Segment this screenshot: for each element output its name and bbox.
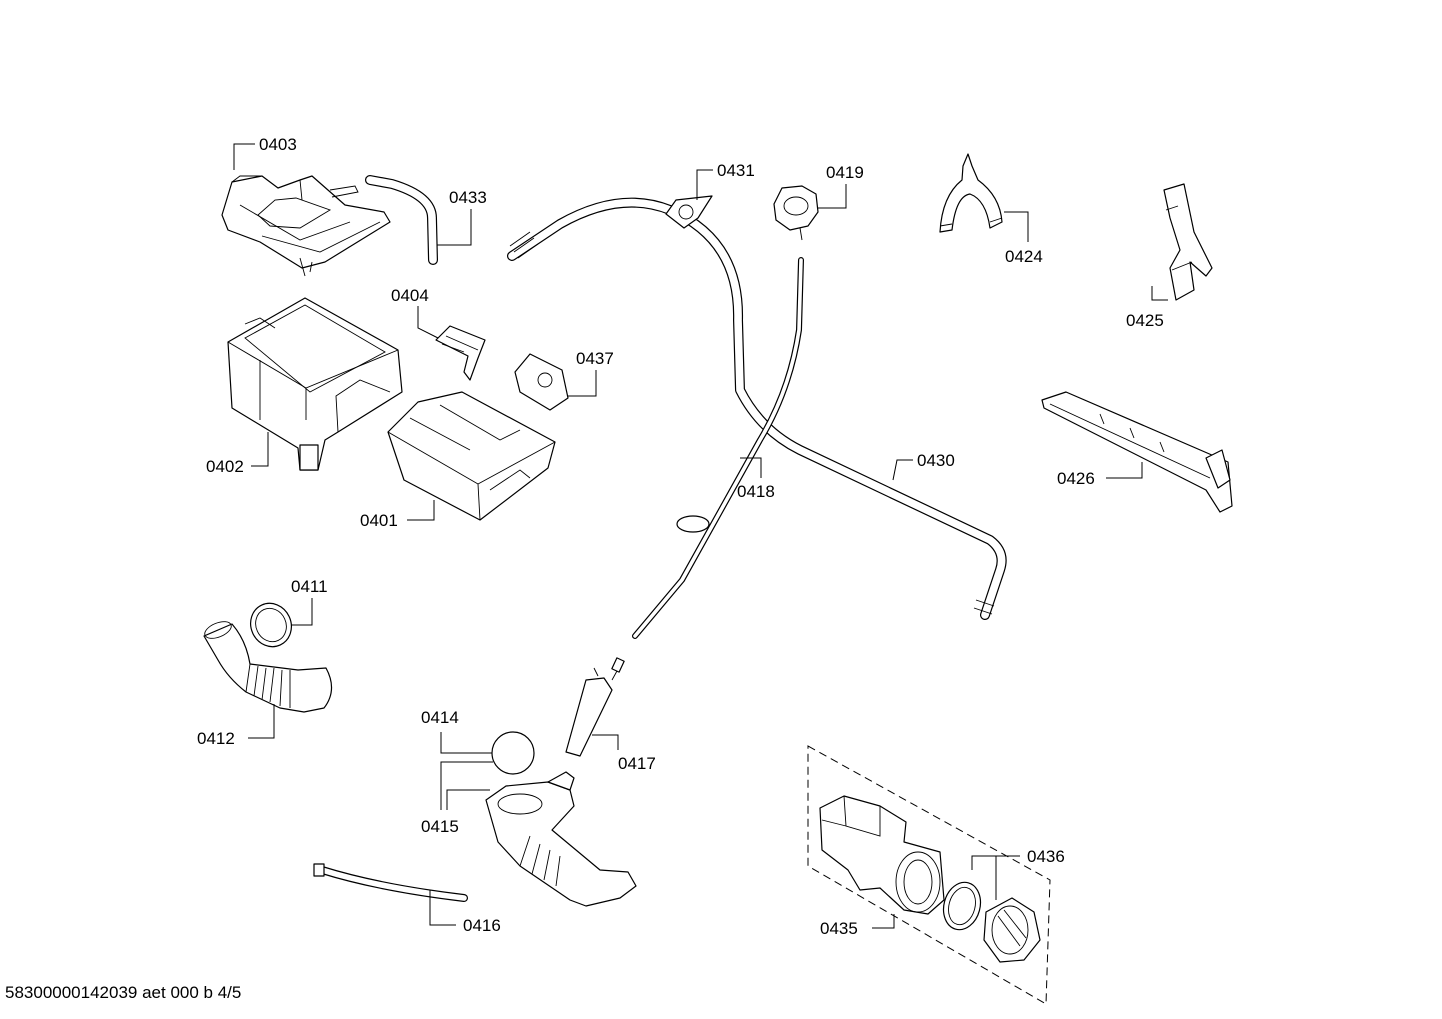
label-0426: 0426 <box>1057 469 1095 488</box>
part-0425-bracket[interactable] <box>1163 183 1213 301</box>
part-0433-hose[interactable] <box>365 175 438 265</box>
label-0414: 0414 <box>421 708 459 727</box>
leader-0401 <box>407 500 435 521</box>
leader-0402 <box>251 432 269 467</box>
part-0435-drain-pump[interactable] <box>819 795 945 915</box>
part-0401-dispenser-drawer[interactable] <box>387 391 556 521</box>
part-0402-dispenser-housing[interactable] <box>227 297 403 471</box>
part-0403-dispenser-top[interactable] <box>221 175 391 277</box>
leader-0415-b <box>446 789 490 810</box>
leader-0426 <box>1106 462 1143 479</box>
label-0403: 0403 <box>259 135 297 154</box>
leader-0403 <box>233 143 255 170</box>
leader-0430 <box>892 459 913 481</box>
label-0436: 0436 <box>1027 847 1065 866</box>
leader-0431 <box>696 169 713 200</box>
leader-0419 <box>818 184 847 209</box>
label-0415: 0415 <box>421 817 459 836</box>
part-0416-drain-hose[interactable] <box>313 863 468 902</box>
leader-0424 <box>1004 211 1029 242</box>
label-0411: 0411 <box>291 577 328 596</box>
leader-0433 <box>437 209 472 246</box>
leader-0437 <box>568 370 597 397</box>
part-pump-seal-ring[interactable] <box>938 878 985 934</box>
label-0431: 0431 <box>717 161 755 180</box>
part-0417-heater[interactable] <box>565 657 625 757</box>
leader-0412 <box>248 704 275 739</box>
leader-0414 <box>440 732 492 754</box>
leader-0415 <box>440 761 493 810</box>
part-0404-clip[interactable] <box>435 325 486 381</box>
label-0430: 0430 <box>917 451 955 470</box>
part-0419-pressure-switch[interactable] <box>773 185 819 241</box>
part-0414-ball[interactable] <box>491 731 535 775</box>
label-0412: 0412 <box>197 729 235 748</box>
label-0424: 0424 <box>1005 247 1043 266</box>
leader-0411 <box>291 598 313 626</box>
label-0425: 0425 <box>1126 311 1164 330</box>
label-0419: 0419 <box>826 163 864 182</box>
part-0424-y-piece[interactable] <box>939 153 1003 233</box>
leader-0404 <box>417 306 439 339</box>
label-0418: 0418 <box>737 482 775 501</box>
document-id: 58300000142039 aet 000 b 4/5 <box>5 983 241 1002</box>
part-0431-clamp[interactable] <box>665 195 713 229</box>
label-0417: 0417 <box>618 754 656 773</box>
label-0416: 0416 <box>463 916 501 935</box>
part-0436-filter[interactable] <box>983 897 1041 963</box>
label-0401: 0401 <box>360 511 398 530</box>
leader-0418 <box>740 457 762 478</box>
part-0430-hose[interactable] <box>507 197 1007 620</box>
label-0437: 0437 <box>576 349 614 368</box>
leader-0416 <box>429 890 456 926</box>
leader-0435 <box>872 914 895 929</box>
pump-assembly-outline <box>807 745 1051 1005</box>
part-0426-rail[interactable] <box>1041 391 1233 513</box>
part-0411-seal-ring[interactable] <box>244 597 299 654</box>
leader-0425 <box>1151 286 1168 301</box>
part-0415-sump[interactable] <box>485 771 637 907</box>
part-0418-pressure-tube[interactable] <box>632 257 804 639</box>
leader-0436 <box>971 855 1020 870</box>
label-0404: 0404 <box>391 286 429 305</box>
label-0433: 0433 <box>449 188 487 207</box>
label-0435: 0435 <box>820 919 858 938</box>
part-0437-cap[interactable] <box>514 353 569 411</box>
label-0402: 0402 <box>206 457 244 476</box>
part-0412-bellows-hose[interactable] <box>202 618 333 713</box>
leader-0417 <box>592 734 619 750</box>
